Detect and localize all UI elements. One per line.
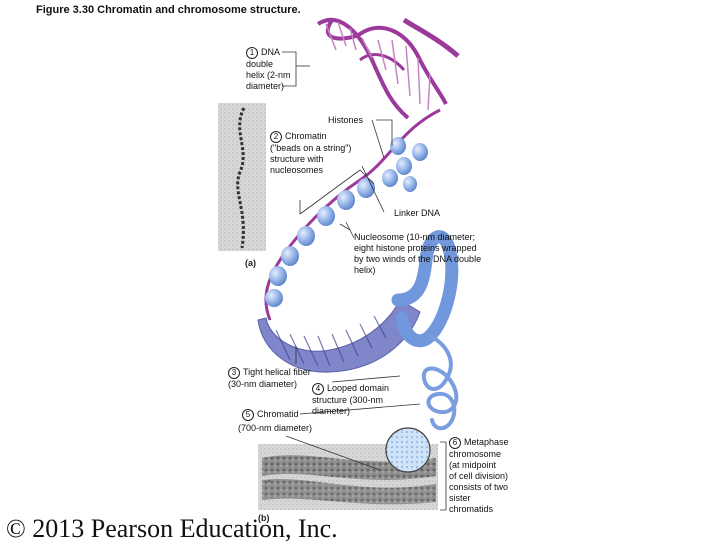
panel-label-a: (a) bbox=[245, 258, 256, 268]
label-linker-dna: Linker DNA bbox=[394, 208, 441, 218]
looped-domain-text: Looped domain structure (300-nm diameter… bbox=[312, 383, 390, 416]
step-badge-3: 3 bbox=[228, 367, 240, 379]
chromatin-text: Chromatin ("beads on a string") structur… bbox=[270, 131, 352, 175]
step-badge-4: 4 bbox=[312, 383, 324, 395]
helical-fiber-text: Tight helical fiber (30-nm diameter) bbox=[228, 367, 311, 389]
figure-title: Figure 3.30 Chromatin and chromosome str… bbox=[36, 4, 301, 16]
label-chromatid-diameter: (700-nm diameter) bbox=[238, 423, 313, 433]
step-badge-2: 2 bbox=[270, 131, 282, 143]
chromatin-beads bbox=[264, 108, 441, 321]
copyright-notice: © 2013 Pearson Education, Inc. bbox=[6, 514, 338, 543]
chromatid-text: Chromatid bbox=[257, 409, 299, 419]
chromosome-zoom bbox=[385, 427, 431, 473]
looped-domain bbox=[391, 230, 459, 431]
dna-base-pairs bbox=[325, 21, 431, 111]
label-nucleosome: Nucleosome (10-nm diameter; eight histon… bbox=[354, 232, 482, 275]
metaphase-text: Metaphase chromosome (at midpoint of cel… bbox=[449, 437, 509, 514]
leader-lines bbox=[267, 51, 447, 511]
step-badge-5: 5 bbox=[242, 409, 254, 421]
micrograph-a bbox=[218, 103, 266, 251]
dna-double-helix bbox=[316, 17, 460, 120]
step-badge-6: 6 bbox=[449, 437, 461, 449]
step-badge-1: 1 bbox=[246, 47, 258, 59]
panel-label-b: (b) bbox=[258, 513, 270, 523]
label-histones: Histones bbox=[328, 115, 364, 125]
micrograph-b bbox=[258, 444, 438, 510]
helical-fiber bbox=[257, 299, 421, 373]
dna-text: DNA double helix (2-nm diameter) bbox=[246, 47, 291, 91]
